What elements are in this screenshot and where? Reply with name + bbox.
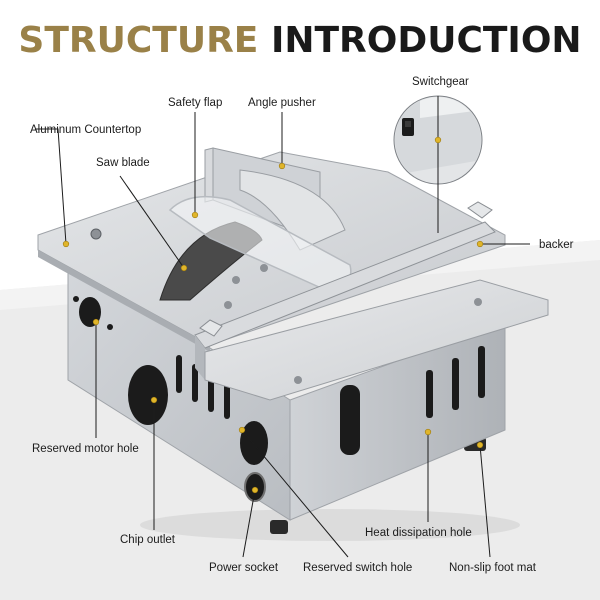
leader-power-socket <box>242 489 256 558</box>
label-angle-pusher: Angle pusher <box>248 97 316 109</box>
marker-saw-blade <box>180 264 188 272</box>
label-reserved-motor-hole: Reserved motor hole <box>32 443 139 455</box>
marker-aluminum-countertop <box>62 240 70 248</box>
marker-power-socket <box>251 486 259 494</box>
marker-heat-dissipation-hole <box>424 428 432 436</box>
leader-reserved-switch-hole <box>241 429 349 558</box>
marker-angle-pusher <box>278 162 286 170</box>
title-part-introduction: INTRODUCTION <box>270 20 582 61</box>
label-safety-flap: Safety flap <box>168 97 223 109</box>
leader-aluminum-countertop <box>35 128 67 245</box>
floor-shadow <box>140 509 520 541</box>
leader-saw-blade <box>119 175 185 269</box>
label-reserved-switch-hole: Reserved switch hole <box>303 562 413 574</box>
chip-outlet-hole <box>128 365 168 425</box>
label-non-slip-foot-mat: Non-slip foot mat <box>449 562 536 574</box>
title-part-structure: STRUCTURE <box>18 20 259 61</box>
backer-rail <box>194 221 496 349</box>
switch-hole <box>240 421 268 465</box>
label-power-socket: Power socket <box>209 562 279 574</box>
front-shelf <box>204 279 549 401</box>
angle-pusher-plate <box>239 169 346 251</box>
marker-reserved-motor-hole <box>92 318 100 326</box>
angle-pusher-fence <box>204 147 214 203</box>
page-title: STRUCTURE INTRODUCTION <box>0 20 600 61</box>
label-switchgear: Switchgear <box>412 76 469 88</box>
marker-backer <box>476 240 484 248</box>
label-aluminum-countertop: Aluminum Countertop <box>30 124 142 136</box>
label-heat-dissipation-hole: Heat dissipation hole <box>365 527 472 539</box>
marker-switchgear <box>434 136 442 144</box>
foot-front <box>270 520 288 534</box>
marker-reserved-switch-hole <box>238 426 246 434</box>
label-chip-outlet: Chip outlet <box>120 534 175 546</box>
marker-safety-flap <box>191 211 199 219</box>
wing-nut-left <box>199 319 223 337</box>
label-saw-blade: Saw blade <box>96 157 150 169</box>
leader-non-slip-foot-mat <box>479 444 491 558</box>
wing-nut-right <box>467 201 493 219</box>
marker-non-slip-foot-mat <box>476 441 484 449</box>
marker-chip-outlet <box>150 396 158 404</box>
label-backer: backer <box>539 239 574 251</box>
